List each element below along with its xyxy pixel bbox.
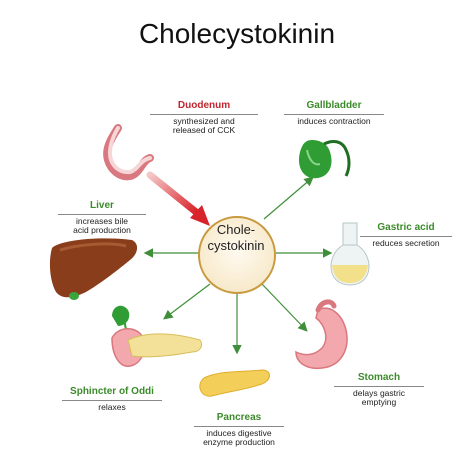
gallbladder-label: Gallbladder induces contraction bbox=[284, 100, 384, 126]
duodenum-name: Duodenum bbox=[150, 100, 258, 115]
duodenum-illustration bbox=[103, 124, 154, 181]
gallbladder-name: Gallbladder bbox=[284, 100, 384, 115]
cck-center-circle bbox=[198, 216, 276, 294]
sphincter-of-oddi-label: Sphincter of Oddi relaxes bbox=[62, 386, 162, 412]
effect-arrows bbox=[143, 176, 333, 355]
sphincter-of-oddi-name: Sphincter of Oddi bbox=[62, 386, 162, 401]
stomach-name: Stomach bbox=[334, 372, 424, 387]
gastric-acid-desc-1: reduces secretion bbox=[372, 237, 440, 248]
sphincter-of-oddi-illustration bbox=[111, 305, 203, 367]
liver-label: Liver increases bile acid production bbox=[58, 200, 146, 236]
stomach-illustration bbox=[295, 299, 348, 370]
liver-desc-2: acid production bbox=[73, 225, 131, 236]
stomach-desc-2: emptying bbox=[361, 397, 397, 408]
liver-illustration bbox=[49, 238, 138, 300]
liver-name: Liver bbox=[58, 200, 146, 215]
duodenum-desc-2: released of CCK bbox=[172, 125, 236, 136]
gastric-acid-label: Gastric acid reduces secretion bbox=[360, 222, 452, 248]
diagram-title: Cholecystokinin bbox=[138, 18, 336, 49]
pancreas-label: Pancreas induces digestive enzyme produc… bbox=[194, 412, 284, 448]
gastric-acid-name: Gastric acid bbox=[360, 222, 452, 237]
pancreas-name: Pancreas bbox=[194, 412, 284, 427]
pancreas-illustration bbox=[199, 369, 270, 397]
pancreas-desc-1: induces digestive bbox=[206, 427, 272, 438]
gallbladder-desc-1: induces contraction bbox=[297, 115, 371, 126]
duodenum-label: Duodenum synthesized and released of CCK bbox=[150, 100, 258, 136]
pancreas-desc-2: enzyme production bbox=[203, 437, 275, 448]
gallbladder-illustration bbox=[298, 140, 351, 179]
sphincter-of-oddi-desc-1: relaxes bbox=[98, 401, 126, 412]
stomach-label: Stomach delays gastric emptying bbox=[334, 372, 424, 408]
stomach-desc-1: delays gastric bbox=[353, 387, 405, 398]
center-label-line1: Chole- bbox=[216, 222, 256, 237]
duodenum-arrow bbox=[146, 171, 210, 226]
gastric-acid-flask bbox=[330, 222, 370, 286]
center-label-line2: cystokinin bbox=[207, 237, 265, 253]
liver-desc-1: increases bile bbox=[76, 215, 128, 226]
duodenum-desc-1: synthesized and bbox=[173, 115, 235, 126]
center-label: Chole- cystokinin bbox=[200, 222, 272, 253]
